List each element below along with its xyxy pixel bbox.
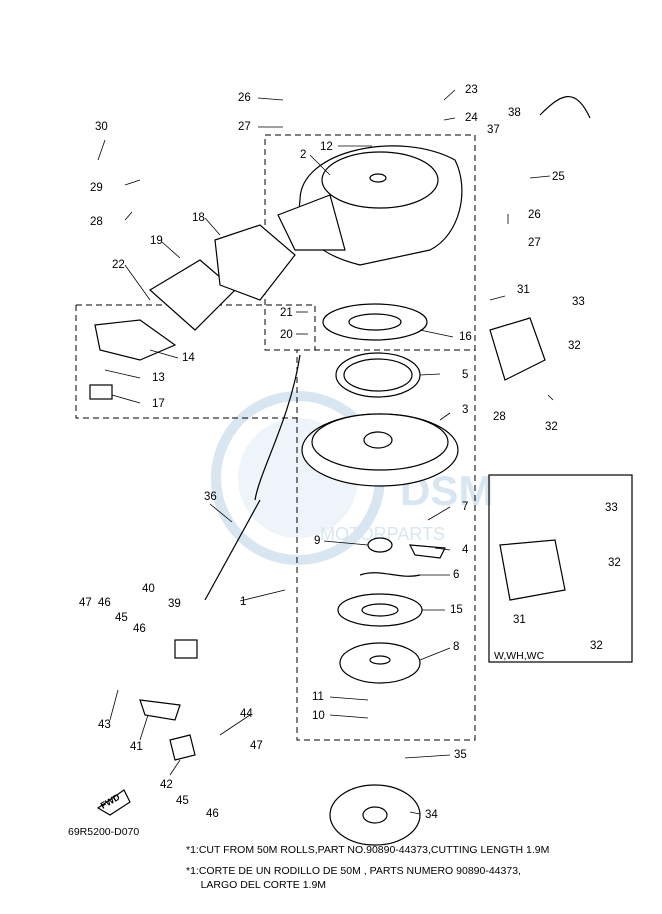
callout-7: 7 <box>462 501 468 513</box>
callout-24: 24 <box>465 112 478 124</box>
callout-16: 16 <box>459 331 472 343</box>
callout-47: 47 <box>79 597 92 609</box>
callout-14: 14 <box>182 352 195 364</box>
callout-40: 40 <box>142 583 155 595</box>
callout-18: 18 <box>192 212 205 224</box>
parts-drawing <box>89 96 591 846</box>
callout-41: 41 <box>130 741 143 753</box>
callout-9: 9 <box>314 535 320 547</box>
callout-28b: 28 <box>493 411 506 423</box>
inset-box <box>488 474 633 663</box>
callout-46b: 46 <box>133 623 146 635</box>
callout-45b: 45 <box>176 795 189 807</box>
callout-32b: 32 <box>545 421 558 433</box>
callout-34: 34 <box>425 809 438 821</box>
leader-lines <box>97 89 554 815</box>
callout-5: 5 <box>462 369 468 381</box>
callout-4: 4 <box>462 544 469 556</box>
callout-25: 25 <box>552 171 565 183</box>
callout-37: 37 <box>487 124 500 136</box>
callout-2: 2 <box>300 149 306 161</box>
callout-32d: 32 <box>590 640 603 652</box>
callout-21: 21 <box>280 307 293 319</box>
callout-26b: 26 <box>528 209 541 221</box>
callout-12: 12 <box>320 141 333 153</box>
callout-39: 39 <box>168 598 181 610</box>
callout-23: 23 <box>465 84 478 96</box>
callout-46c: 46 <box>206 808 219 820</box>
callout-32c: 32 <box>608 557 621 569</box>
callout-35: 35 <box>454 749 467 761</box>
callout-1: 1 <box>240 596 246 608</box>
callout-26: 26 <box>238 92 251 104</box>
note-line-1: *1:CUT FROM 50M ROLLS,PART NO.90890-4437… <box>186 844 550 856</box>
callout-15: 15 <box>450 604 463 616</box>
callout-13: 13 <box>152 372 165 384</box>
callout-46: 46 <box>98 597 111 609</box>
inset-label: W,WH,WC <box>494 650 545 662</box>
callout-8: 8 <box>453 641 459 653</box>
callout-27b: 27 <box>528 237 541 249</box>
fwd-arrow-icon <box>96 789 131 816</box>
callout-31b: 31 <box>513 614 526 626</box>
callout-3: 3 <box>462 404 468 416</box>
callout-30: 30 <box>95 121 108 133</box>
callout-6: 6 <box>453 569 459 581</box>
callout-47b: 47 <box>250 740 263 752</box>
callout-29: 29 <box>90 182 103 194</box>
note-line-2: *1:CORTE DE UN RODILLO DE 50M , PARTS NU… <box>186 865 521 877</box>
callout-20: 20 <box>280 329 293 341</box>
callout-22: 22 <box>112 259 125 271</box>
callout-42: 42 <box>160 779 173 791</box>
callout-11: 11 <box>312 691 324 703</box>
callout-43: 43 <box>98 719 111 731</box>
callout-32: 32 <box>568 340 581 352</box>
callout-27: 27 <box>238 121 251 133</box>
callout-38: 38 <box>508 107 521 119</box>
note-line-3: LARGO DEL CORTE 1.9M <box>186 879 327 891</box>
callout-33: 33 <box>572 296 585 308</box>
callout-36: 36 <box>204 491 217 503</box>
callout-19: 19 <box>150 235 163 247</box>
watermark-text: MOTORPARTS <box>320 524 445 544</box>
callout-28: 28 <box>90 216 103 228</box>
callout-33b: 33 <box>605 502 618 514</box>
callout-45: 45 <box>115 612 128 624</box>
callout-labels: 2 3 4 5 6 7 8 9 10 11 12 13 14 15 16 17 … <box>79 84 621 821</box>
callout-17: 17 <box>152 398 165 410</box>
drawing-code: 69R5200-D070 <box>68 826 140 838</box>
callout-31: 31 <box>517 284 530 296</box>
callout-10: 10 <box>312 710 325 722</box>
callout-44: 44 <box>240 708 253 720</box>
